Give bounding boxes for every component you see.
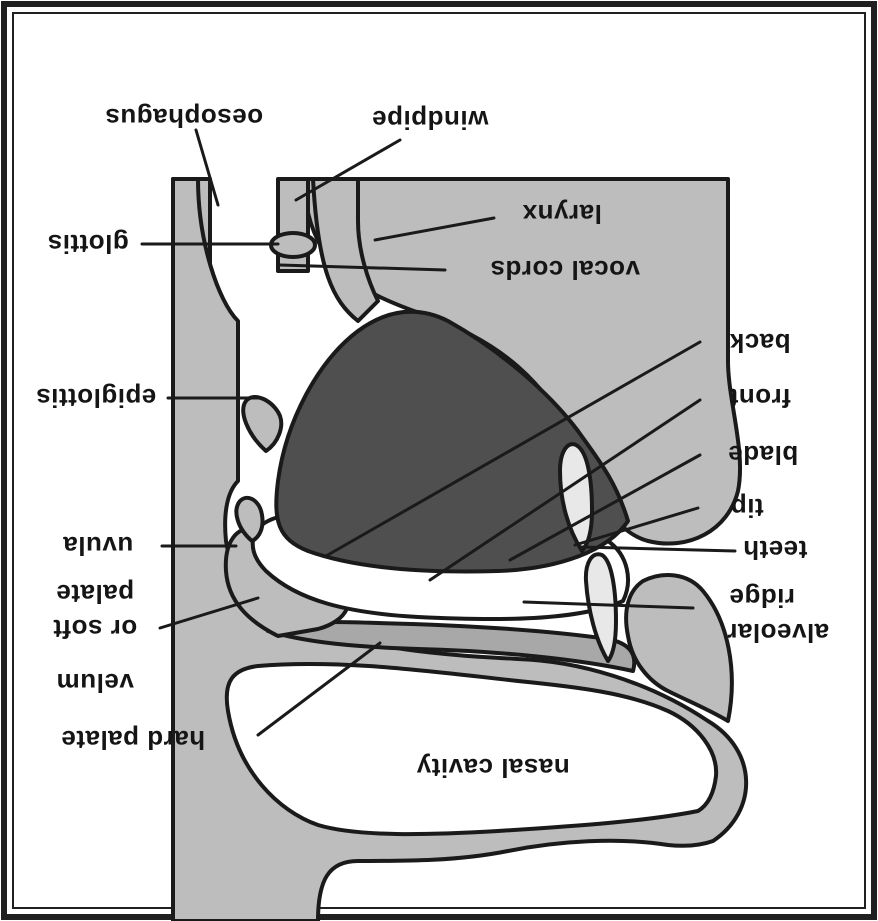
label-larynx: larynx [522, 199, 602, 229]
label-windpipe: windpipe [372, 105, 490, 135]
label-front: front [729, 383, 791, 413]
label-teeth: teeth [743, 535, 808, 565]
label-tip: tip [730, 493, 763, 523]
label-blade: blade [728, 440, 798, 470]
label-alveolar-line1: alveolar [727, 618, 829, 648]
label-oesophagus: oesophagus [105, 103, 263, 133]
label-velum-line3: palate [56, 579, 134, 609]
label-alveolar-line2: ridge [729, 583, 795, 613]
label-nasal-cavity: nasal cavity [416, 753, 569, 783]
label-epiglottis: epiglottis [36, 383, 157, 413]
label-uvula: uvula [63, 531, 133, 561]
label-vocal-cords: vocal cords [490, 255, 640, 285]
label-back: back [729, 328, 790, 358]
label-hard-palate: hard palate [61, 725, 205, 755]
label-velum-line1: velum [56, 668, 134, 698]
label-glottis: glottis [47, 229, 129, 259]
label-velum-line2: or soft [53, 614, 137, 644]
epiglottis-flap [243, 397, 281, 451]
